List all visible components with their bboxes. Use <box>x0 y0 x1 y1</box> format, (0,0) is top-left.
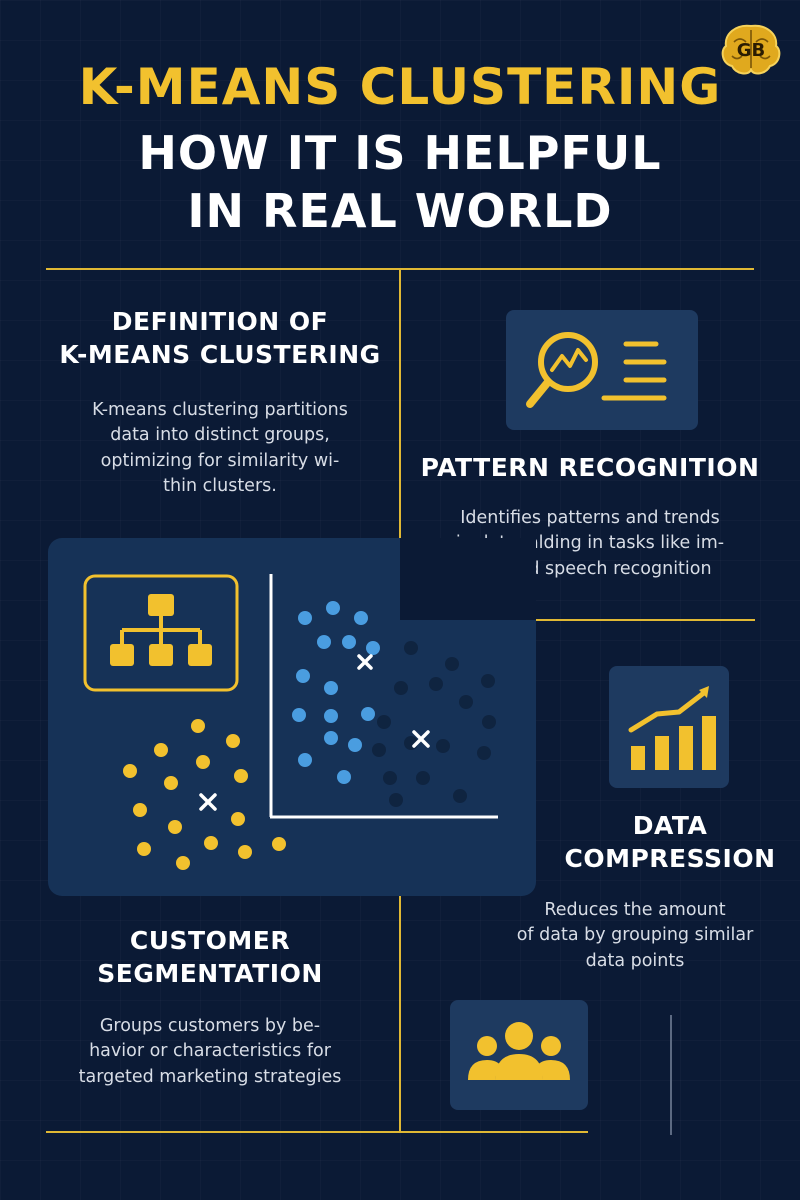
faint-line <box>670 1015 672 1135</box>
divider-pattern-bottom <box>399 619 755 621</box>
cluster-dark <box>372 641 496 807</box>
users-icon-tile <box>450 1000 588 1110</box>
title-line-2: HOW IT IS HELPFUL <box>138 126 662 180</box>
logo-text: GB <box>737 40 766 61</box>
pattern-icon-tile <box>506 310 698 430</box>
definition-body: K-means clustering partitions data into … <box>92 400 348 497</box>
divider-center-top <box>399 268 401 620</box>
cluster-yellow <box>123 719 286 870</box>
scatter-axes <box>269 574 498 819</box>
pattern-heading: PATTERN RECOGNITION <box>420 453 760 482</box>
title-line-1: K-MEANS CLUSTERING <box>78 58 722 116</box>
magnifier-chart-icon <box>526 332 667 408</box>
centroid-markers <box>199 654 430 811</box>
divider-bottom <box>46 1131 588 1133</box>
compression-body: Reduces the amount of data by grouping s… <box>516 900 754 971</box>
growth-chart-icon <box>628 686 716 770</box>
divider-center-bottom <box>399 842 401 1132</box>
hierarchy-icon <box>83 574 239 692</box>
compression-icon-tile <box>609 666 729 788</box>
users-group-icon <box>468 1022 570 1080</box>
segmentation-heading: CUSTOMER SEGMENTATION <box>97 926 323 988</box>
definition-heading: DEFINITION OF K-MEANS CLUSTERING <box>59 307 381 369</box>
cluster-blue <box>292 601 380 784</box>
cluster-illustration <box>83 574 498 870</box>
compression-heading: DATA COMPRESSION <box>564 811 776 873</box>
segmentation-body: Groups customers by be- havior or charac… <box>78 1016 342 1087</box>
brain-logo-icon: GB <box>721 24 781 75</box>
title-line-3: IN REAL WORLD <box>187 184 613 238</box>
panel-notch <box>400 538 536 620</box>
